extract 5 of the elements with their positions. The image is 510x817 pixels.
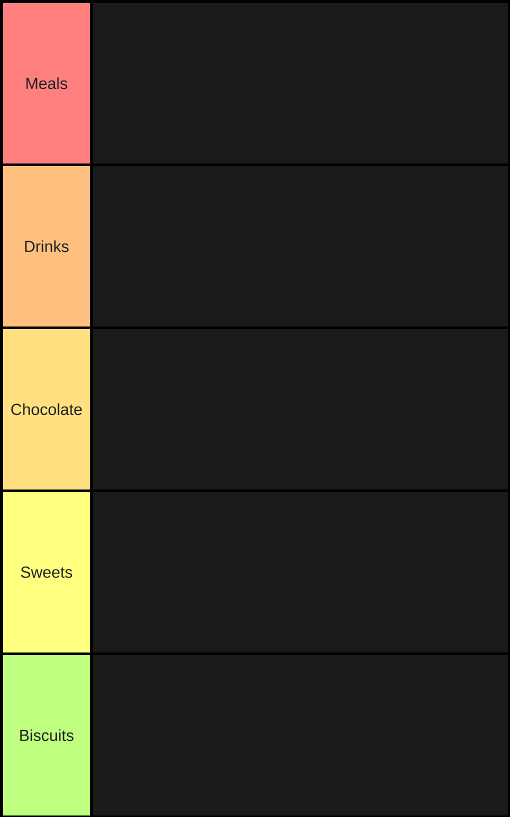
- tier-label: Meals: [3, 2, 90, 164]
- tier-label: Chocolate: [3, 328, 90, 490]
- tier-label: Sweets: [3, 492, 90, 652]
- tier-label: Biscuits: [3, 654, 90, 816]
- tier-label: Drinks: [3, 166, 90, 326]
